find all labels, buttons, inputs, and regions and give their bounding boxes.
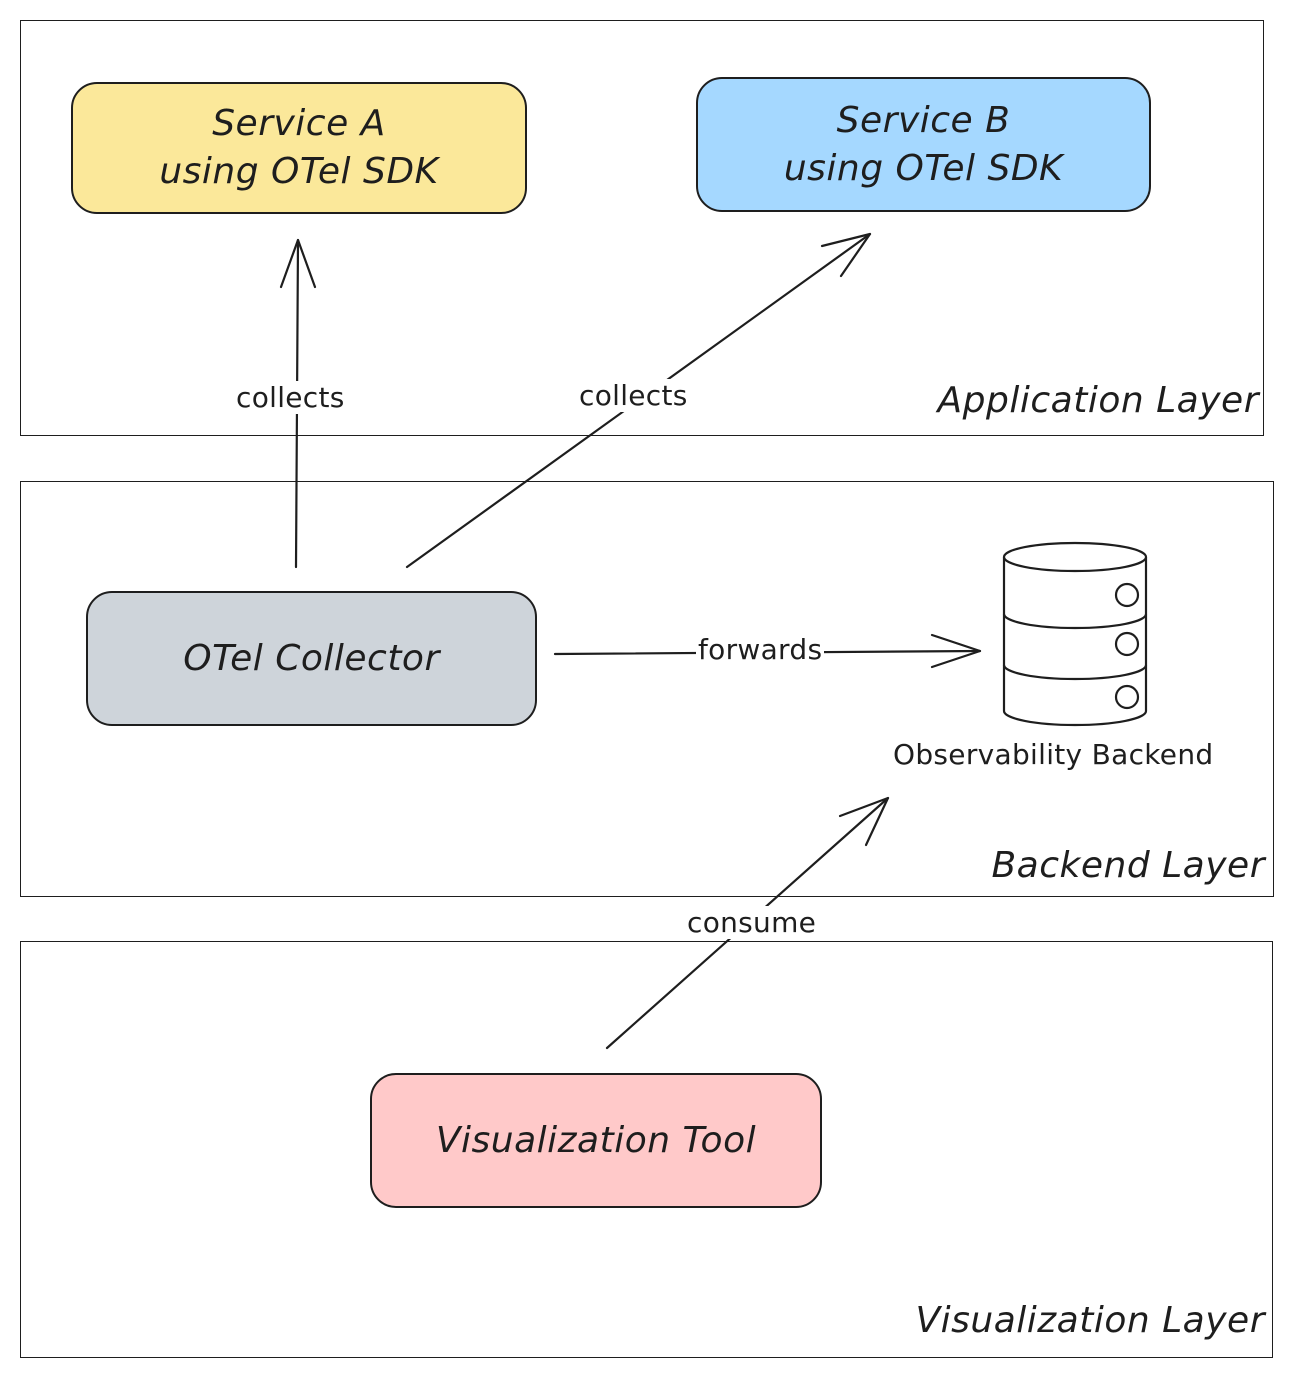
arrowhead-viz	[838, 796, 890, 847]
arrowhead-service-b	[820, 232, 872, 278]
visualization-tool-node[interactable]: Visualization Tool	[370, 1073, 822, 1208]
database-icon	[1002, 541, 1148, 727]
otel-collector-label: OTel Collector	[183, 637, 440, 679]
service-b-node[interactable]: Service B using OTel SDK	[696, 77, 1151, 212]
application-layer-label: Application Layer	[937, 380, 1259, 421]
arrowhead-backend	[930, 633, 982, 669]
service-a-subtitle: using OTel SDK	[159, 151, 439, 192]
service-b-title: Service B	[836, 99, 1011, 141]
visualization-layer-label: Visualization Layer	[915, 1300, 1265, 1341]
backend-layer-label: Backend Layer	[991, 845, 1265, 886]
edge-label-forwards: forwards	[696, 633, 825, 666]
edge-label-collects-a: collects	[234, 381, 347, 414]
observability-backend-label: Observability Backend	[893, 738, 1214, 771]
edge-label-collects-b: collects	[577, 379, 690, 412]
service-a-title: Service A	[212, 103, 386, 144]
arrowhead-service-a	[279, 238, 317, 289]
visualization-tool-label: Visualization Tool	[435, 1119, 757, 1161]
edge-label-consume: consume	[685, 906, 819, 939]
service-a-node[interactable]: Service A using OTel SDK	[71, 82, 527, 214]
otel-collector-node[interactable]: OTel Collector	[86, 591, 537, 726]
service-b-subtitle: using OTel SDK	[783, 147, 1064, 189]
